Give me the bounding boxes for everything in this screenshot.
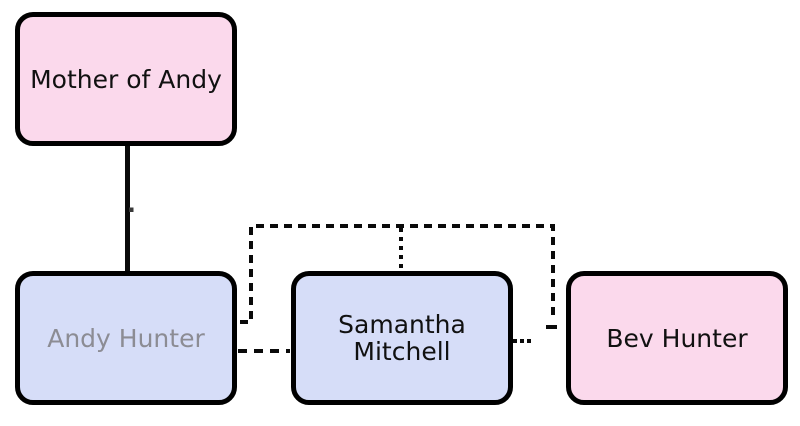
- node-label-line1: Samantha: [338, 310, 466, 339]
- node-samantha-mitchell[interactable]: Samantha Mitchell: [291, 271, 513, 405]
- node-label: Andy Hunter: [47, 323, 205, 353]
- node-label: Mother of Andy: [30, 64, 222, 94]
- edge-andy-to-bev-elbow: [240, 224, 555, 324]
- line-bend-marker: [129, 207, 134, 212]
- node-label-line2: Mitchell: [353, 337, 451, 366]
- node-mother-of-andy[interactable]: Mother of Andy: [15, 12, 237, 146]
- node-bev-hunter[interactable]: Bev Hunter: [566, 271, 788, 405]
- node-andy-hunter[interactable]: Andy Hunter: [15, 271, 237, 405]
- node-label: Bev Hunter: [606, 323, 748, 353]
